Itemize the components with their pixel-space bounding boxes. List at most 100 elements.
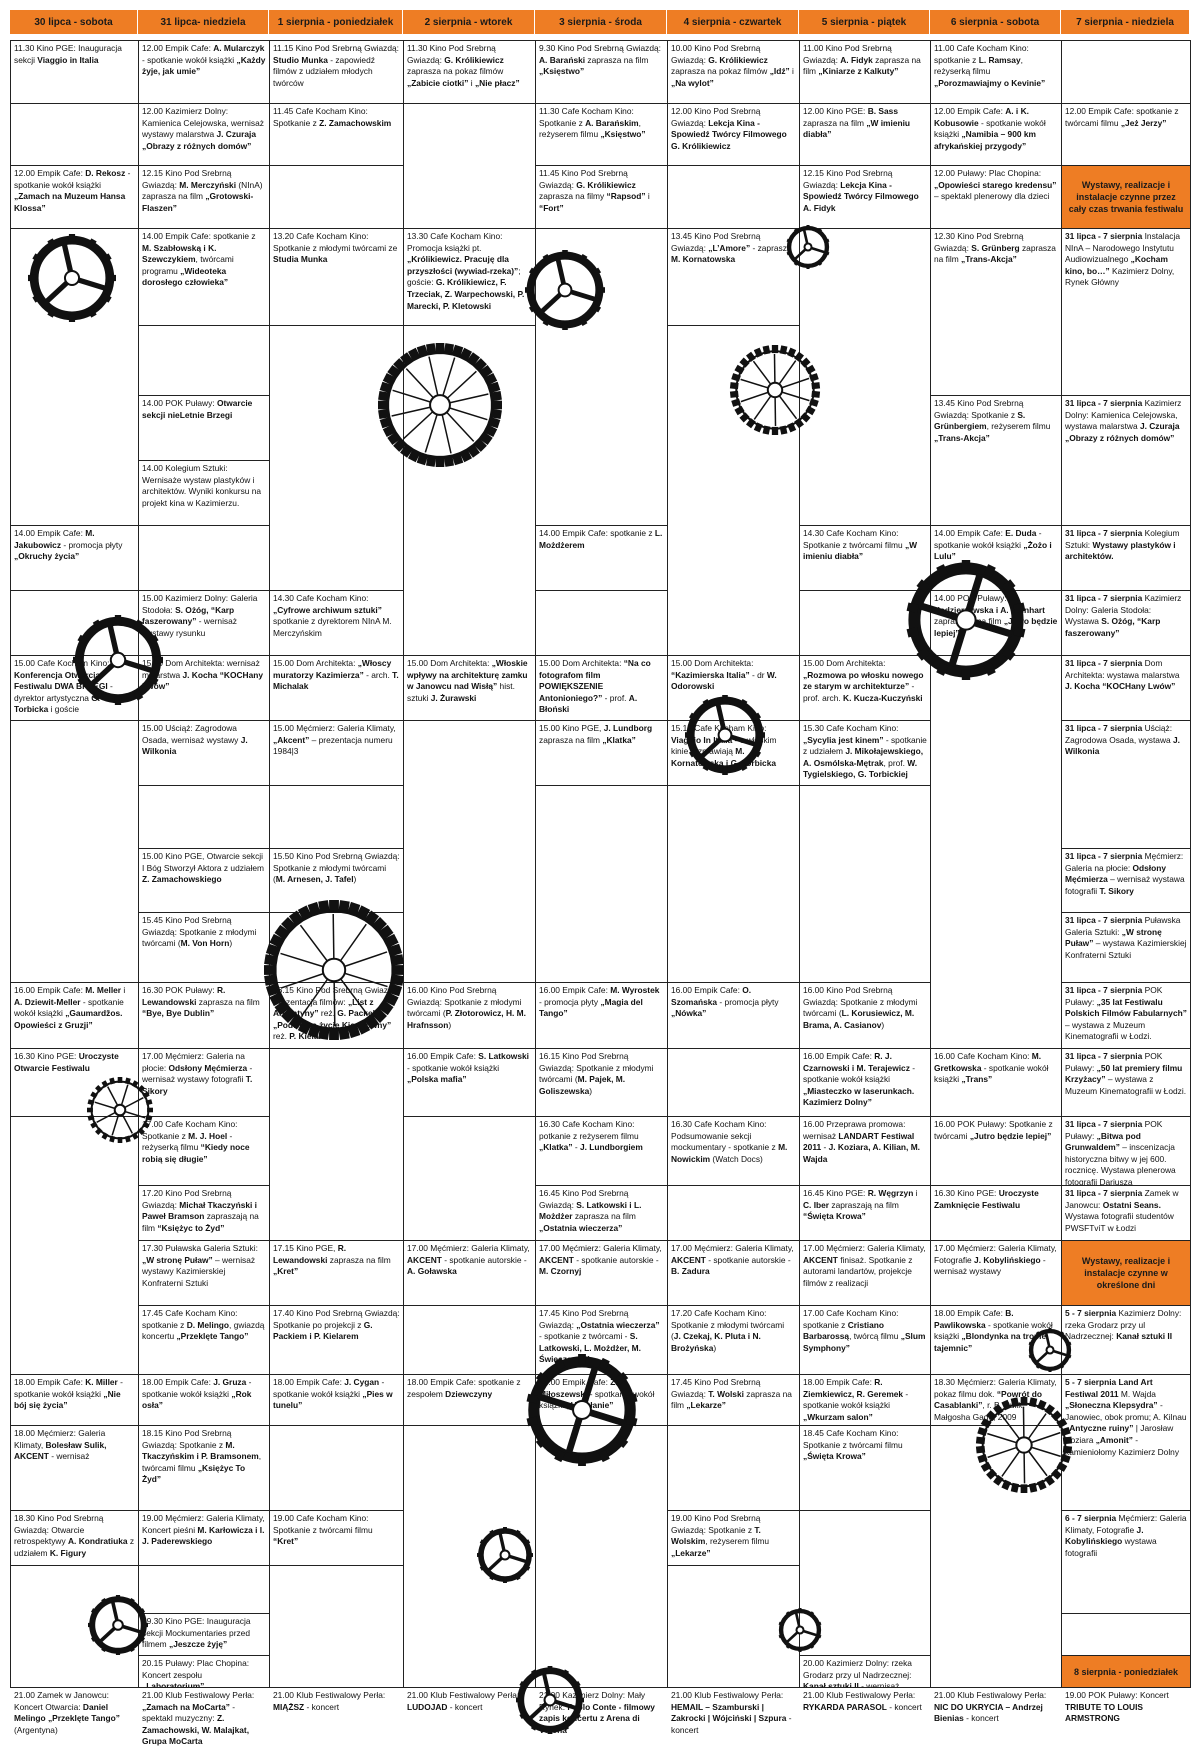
event-text: 21.00 Klub Festiwalowy Perła: RYKARDA PA… [803,1690,922,1712]
grid-line [138,1425,270,1426]
event-text: 19.00 POK Puławy: Koncert TRIBUTE TO LOU… [1065,1690,1169,1724]
grid-line [799,40,931,41]
event-entry: 6 - 7 sierpnia Męćmierz: Galeria Klimaty… [1062,1511,1190,1613]
event-text: 17.20 Kino Pod Srebrną Gwiazdą: Michał T… [142,1188,259,1233]
event-entry: 15.00 Kino PGE, J. Lundborg zaprasza na … [536,721,667,785]
grid-line [1061,1613,1191,1614]
event-text: 20.00 Kazimierz Dolny: rzeka Grodarz prz… [803,1658,912,1687]
grid-line [799,1305,931,1306]
grid-line [799,1510,931,1511]
grid-line [269,1510,404,1511]
grid-line [1061,1305,1191,1306]
event-text: 16.00 Empik Cafe: S. Latkowski - spotkan… [407,1051,529,1085]
grid-line [138,590,270,591]
event-entry: 12.00 Puławy: Plac Chopina: „Opowieści s… [931,166,1061,228]
grid-line [930,103,1062,104]
grid-line [138,103,270,104]
grid-line [930,1425,1062,1426]
event-entry: 16.00 Empik Cafe: M. Wyrostek - promocja… [536,983,667,1048]
event-text: 9.30 Kino Pod Srebrną Gwiazdą: A. Barańs… [539,43,661,77]
grid-line [535,1305,668,1306]
grid-line [138,460,270,461]
grid-line [799,785,931,786]
event-entry: 11.30 Kino Pod Srebrną Gwiazdą: G. Króli… [404,41,535,103]
grid-line [269,1687,404,1688]
event-entry: 15.00 Dom Architekta: wernisaż malarstwa… [139,656,269,720]
grid-line [930,525,1062,526]
event-text: 31 lipca - 7 sierpnia Kazimierz Dolny: K… [1065,398,1182,443]
event-text: 17.00 Męćmierz: Galeria Klimaty, AKCENT … [407,1243,530,1277]
event-entry: 16.00 Kino Pod Srebrną Gwiazdą: Spotkani… [800,983,930,1048]
event-text: 18.00 Empik Cafe: spotkanie z zespołem D… [407,1377,521,1399]
day-header-3: 1 sierpnia - poniedziałek [269,10,403,34]
event-text: 20.15 Puławy: Plac Chopina: Koncert zesp… [142,1658,250,1687]
grid-line [269,1565,404,1566]
event-entry: 11.45 Cafe Kocham Kino: Spotkanie z Z. Z… [270,104,403,165]
event-entry: 21.00 Zamek w Janowcu: Koncert Otwarcia:… [11,1688,138,1738]
grid-line [667,655,800,656]
grid-line [667,1240,800,1241]
grid-line [667,982,800,983]
grid-line [1061,165,1191,166]
grid-line [535,720,668,721]
event-text: 6 - 7 sierpnia Męćmierz: Galeria Klimaty… [1065,1513,1187,1558]
event-text: Wystawy, realizacje i instalacje czynne … [1081,1256,1171,1290]
event-entry: 9.30 Kino Pod Srebrną Gwiazdą: A. Barańs… [536,41,667,103]
grid-line [269,848,404,849]
grid-line [799,982,931,983]
grid-line [799,1425,931,1426]
grid-line [269,1048,404,1049]
event-text: 5 - 7 sierpnia Kazimierz Dolny: rzeka Gr… [1065,1308,1182,1342]
event-entry: 31 lipca - 7 sierpnia Męćmierz: Galeria … [1062,849,1190,912]
event-text: 12.00 Empik Cafe: D. Rekosz - spotkanie … [14,168,131,213]
grid-line [667,40,800,41]
grid-line [930,1185,1062,1186]
day-header-8: 6 sierpnia - sobota [930,10,1061,34]
film-reel-icon [378,343,502,467]
film-reel-icon [729,345,821,435]
event-text: 8 sierpnia - poniedziałek [1073,1666,1179,1677]
event-entry: 15.50 Kino Pod Srebrną Gwiazdą: Spotkani… [270,849,403,912]
film-reel-icon [264,900,404,1040]
day-header-2: 31 lipca- niedziela [138,10,269,34]
grid-line [535,1116,668,1117]
event-text: 19.30 Kino PGE: Inauguracja sekcji Mocku… [142,1616,251,1650]
event-entry: 16.30 Kino PGE: Uroczyste Zamknięcie Fes… [931,1186,1061,1240]
grid-line [269,165,404,166]
event-text: 10.00 Kino Pod Srebrną Gwiazdą: G. Króli… [671,43,794,88]
event-entry: 5 - 7 sierpnia Kazimierz Dolny: rzeka Gr… [1062,1306,1190,1374]
event-text: 19.00 Kino Pod Srebrną Gwiazdą: Spotkani… [671,1513,770,1558]
grid-line [138,1613,270,1614]
event-entry: 15.00 Uściąż: Zagrodowa Osada, wernisaż … [139,721,269,785]
event-entry: 31 lipca - 7 sierpnia POK Puławy: „50 la… [1062,1049,1190,1116]
gear-icon [526,1354,638,1466]
event-entry: 12.30 Kino Pod Srebrną Gwiazdą: S. Grünb… [931,229,1061,395]
event-entry: 31 lipca - 7 sierpnia Instalacja NInA – … [1062,229,1190,395]
grid-line [403,325,536,326]
grid-line [138,228,270,229]
grid-line [1061,1510,1191,1511]
event-entry: 12.15 Kino Pod Srebrną Gwiazdą: Lekcja K… [800,166,930,228]
section-banner: Wystawy, realizacje i instalacje czynne … [1062,166,1190,228]
event-text: 16.00 Cafe Kocham Kino: M. Gretkowska - … [934,1051,1049,1085]
grid-line [10,655,139,656]
event-entry: 16.30 POK Puławy: R. Lewandowski zaprasz… [139,983,269,1048]
event-entry: 11.00 Cafe Kocham Kino: spotkanie z L. R… [931,41,1061,103]
grid-line [1061,395,1191,396]
gear-icon [516,1666,584,1734]
grid-line [930,165,1062,166]
event-text: 17.00 Męćmierz: Galeria Klimaty, AKCENT … [539,1243,662,1277]
event-entry: 13.45 Kino Pod Srebrną Gwiazdą: Spotkani… [931,396,1061,525]
event-text: 18.00 Empik Cafe: J. Gruza - spotkanie w… [142,1377,252,1411]
grid-line [667,1048,800,1049]
gear-icon [906,560,1026,680]
gear-icon [525,250,605,330]
event-text: 16.30 Kino PGE: Uroczyste Zamknięcie Fes… [934,1188,1039,1210]
day-header-4: 2 sierpnia - wtorek [403,10,535,34]
grid-line [667,1425,800,1426]
event-text: 14.00 Empik Cafe: M. Jakubowicz - promoc… [14,528,123,562]
event-text: 11.45 Kino Pod Srebrną Gwiazdą: G. Króli… [539,168,650,213]
event-entry: 18.00 Empik Cafe: B. Pawlikowska - spotk… [931,1306,1061,1374]
event-text: 16.00 Empik Cafe: M. Meller i A. Dziewit… [14,985,126,1030]
